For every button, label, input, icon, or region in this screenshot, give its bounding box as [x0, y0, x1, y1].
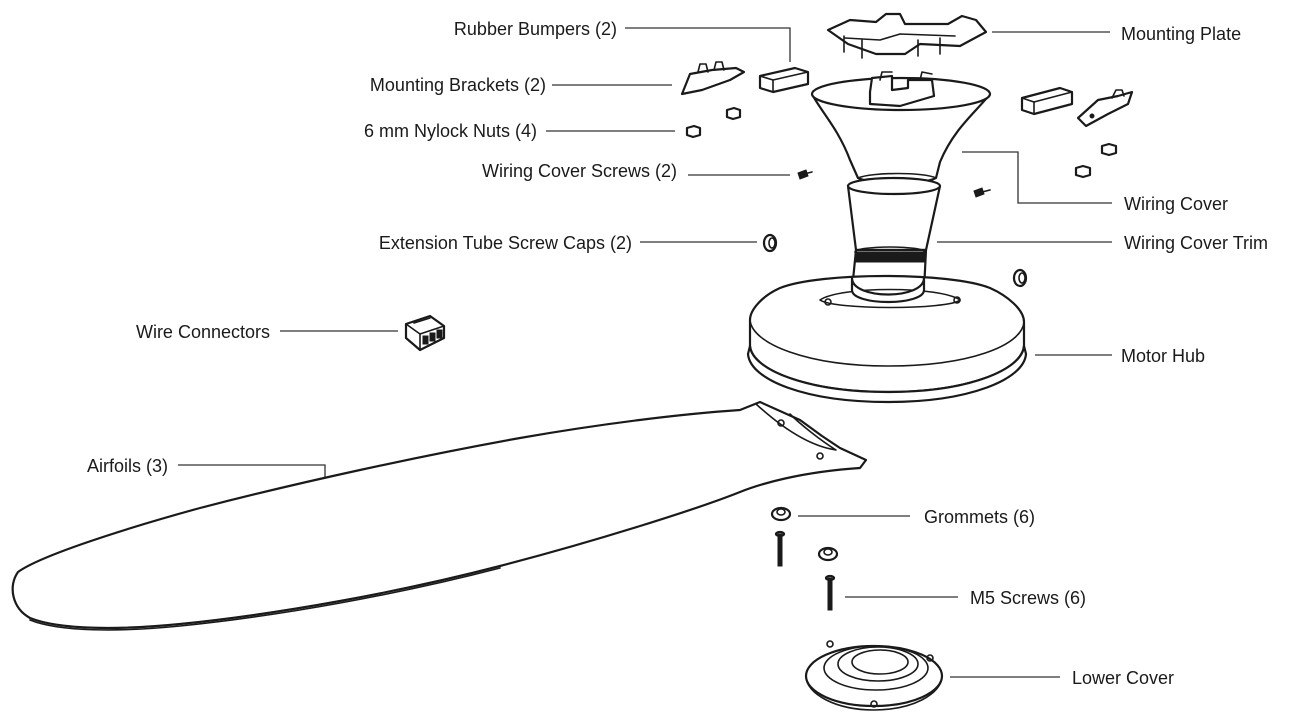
label-wiring-cover: Wiring Cover — [1124, 194, 1228, 214]
leader-wiring-cover — [962, 151, 1112, 204]
right-mounting-bracket-part — [1076, 89, 1134, 128]
leader-rubber-bumpers — [625, 27, 791, 62]
label-mounting-plate: Mounting Plate — [1121, 24, 1241, 44]
wiring-cover-part — [810, 71, 992, 185]
label-motor-hub: Motor Hub — [1121, 346, 1205, 366]
nylock-nut-parts-right — [1074, 142, 1118, 179]
label-rubber-bumpers: Rubber Bumpers (2) — [454, 19, 617, 39]
extension-tube-screw-cap-parts — [762, 233, 1028, 288]
lower-cover-part — [804, 640, 944, 711]
m5-screw-parts — [774, 530, 836, 611]
nylock-nut-parts-left — [685, 106, 742, 139]
left-mounting-bracket-part — [680, 61, 746, 96]
label-extension-tube-screw-caps: Extension Tube Screw Caps (2) — [379, 233, 632, 253]
left-rubber-bumper-part — [758, 66, 810, 94]
grommet-parts — [770, 506, 839, 562]
label-grommets: Grommets (6) — [924, 507, 1035, 527]
mounting-plate-part — [826, 12, 988, 59]
label-wire-connectors: Wire Connectors — [136, 322, 270, 342]
leader-lines — [178, 27, 1112, 678]
label-lower-cover: Lower Cover — [1072, 668, 1174, 688]
part-labels: Rubber Bumpers (2) Mounting Plate Mounti… — [87, 19, 1268, 688]
label-wiring-cover-screws: Wiring Cover Screws (2) — [482, 161, 677, 181]
motor-hub-part — [746, 274, 1028, 404]
label-airfoils: Airfoils (3) — [87, 456, 168, 476]
airfoil-part — [11, 400, 868, 631]
wire-connector-part — [404, 314, 446, 352]
wiring-cover-screw-parts — [797, 169, 991, 198]
label-wiring-cover-trim: Wiring Cover Trim — [1124, 233, 1268, 253]
label-mounting-brackets: Mounting Brackets (2) — [370, 75, 546, 95]
right-rubber-bumper-part — [1020, 86, 1074, 116]
label-m5-screws: M5 Screws (6) — [970, 588, 1086, 608]
label-nylock-nuts: 6 mm Nylock Nuts (4) — [364, 121, 537, 141]
